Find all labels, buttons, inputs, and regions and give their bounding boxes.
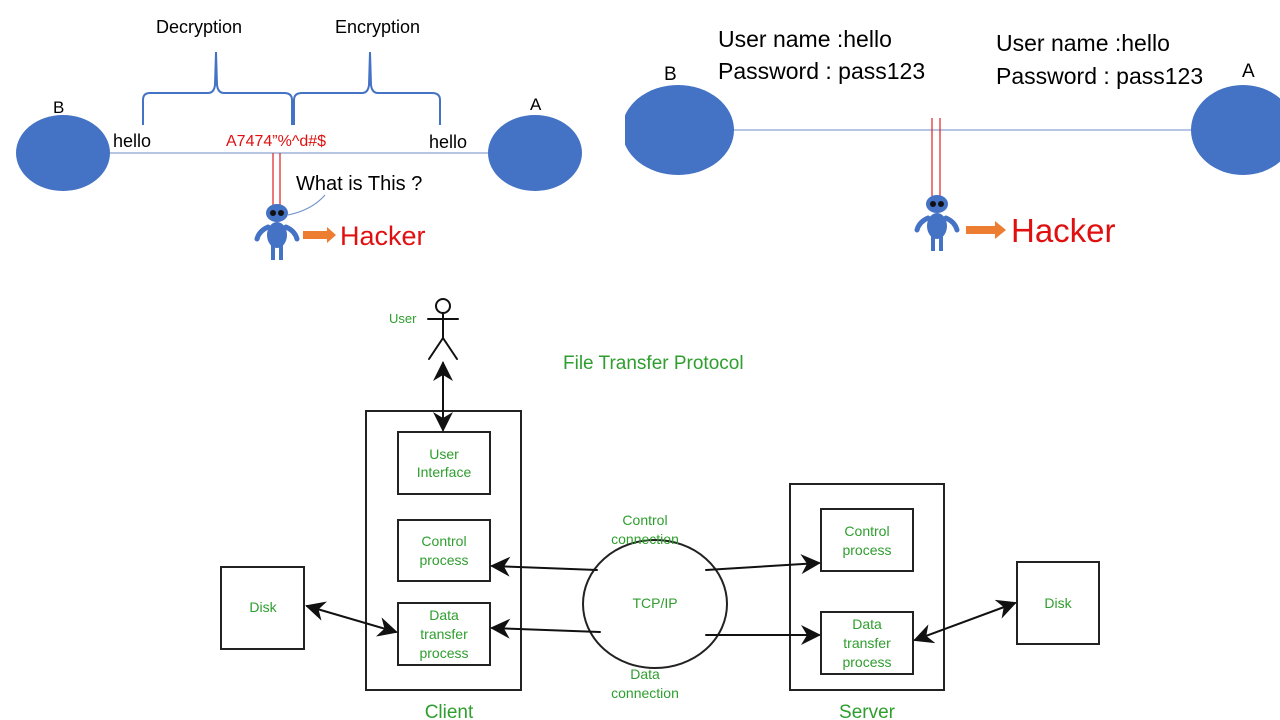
ciphertext: A7474”%^d#$	[226, 133, 326, 150]
arrow-right-icon	[303, 227, 336, 243]
plaintext-panel: B A User name :hello Password : pass123 …	[625, 26, 1280, 251]
server-control-process-box	[820, 508, 914, 572]
ftp-title: File Transfer Protocol	[563, 353, 744, 374]
tcpip-cloud	[582, 539, 728, 669]
control-arrow-server	[705, 554, 821, 575]
node-b-label: B	[664, 64, 677, 85]
data-connection-label: Data	[630, 666, 660, 682]
hacker-label: Hacker	[340, 221, 426, 251]
server-label: Server	[839, 702, 896, 720]
disk-left-arrow	[305, 601, 398, 637]
credential-password: Password : pass123	[996, 63, 1203, 89]
box-text: process	[842, 654, 891, 670]
node-b-label: B	[53, 98, 64, 117]
box-text: process	[419, 645, 468, 661]
box-text: Control	[844, 523, 889, 539]
box-text: transfer	[843, 635, 891, 651]
speech-line	[287, 194, 326, 216]
control-connection-label: connection	[611, 531, 679, 547]
plaintext-right: hello	[429, 132, 467, 152]
encryption-label: Encryption	[335, 17, 420, 37]
connection-arrows	[305, 361, 1017, 645]
node-b	[16, 115, 110, 191]
box-text: Control	[421, 533, 466, 549]
node-a-label: A	[1242, 61, 1255, 82]
user-interface-box	[397, 431, 491, 495]
arrow-right-icon	[966, 221, 1006, 239]
box-text: Interface	[417, 464, 472, 480]
hacker-label: Hacker	[1011, 212, 1116, 249]
question-text: What is This ?	[296, 173, 422, 195]
client-label: Client	[425, 702, 474, 720]
data-connection-label: connection	[611, 685, 679, 701]
server-box	[789, 483, 945, 691]
server-data-transfer-box	[820, 611, 914, 675]
ftp-diagram: User File Transfer Protocol User Interfa…	[220, 298, 1100, 720]
user-label: User	[389, 311, 417, 326]
box-text: process	[842, 542, 891, 558]
encryption-panel: B A hello hello A7474”%^d#$ Decryption E…	[16, 17, 582, 260]
hacker-figure	[917, 195, 957, 251]
plaintext-left: hello	[113, 131, 151, 151]
user-actor-icon	[427, 298, 459, 360]
disk-left-box	[220, 566, 305, 650]
box-text: Data	[852, 616, 882, 632]
box-text: transfer	[420, 626, 468, 642]
hacker-figure	[257, 204, 297, 260]
credential-username: User name :hello	[996, 30, 1170, 56]
disk-right-arrow	[913, 599, 1017, 644]
disk-right-box	[1016, 561, 1100, 645]
node-a	[1191, 85, 1280, 175]
credential-password: Password : pass123	[718, 58, 925, 84]
node-a	[488, 115, 582, 191]
client-control-process-box	[397, 519, 491, 582]
encryption-brace	[293, 51, 441, 125]
box-text: User	[429, 446, 459, 462]
control-arrow-client	[490, 556, 598, 577]
node-b	[625, 85, 734, 175]
client-data-transfer-box	[397, 602, 491, 666]
disk-right-label: Disk	[1044, 595, 1072, 611]
disk-left-label: Disk	[249, 599, 277, 615]
node-a-label: A	[530, 95, 542, 114]
data-arrow-client	[490, 618, 601, 639]
decryption-brace	[142, 51, 293, 125]
box-text: process	[419, 552, 468, 568]
tcpip-label: TCP/IP	[632, 595, 677, 611]
decryption-label: Decryption	[156, 17, 242, 37]
credential-username: User name :hello	[718, 26, 892, 52]
box-text: Data	[429, 607, 459, 623]
control-connection-label: Control	[622, 512, 667, 528]
